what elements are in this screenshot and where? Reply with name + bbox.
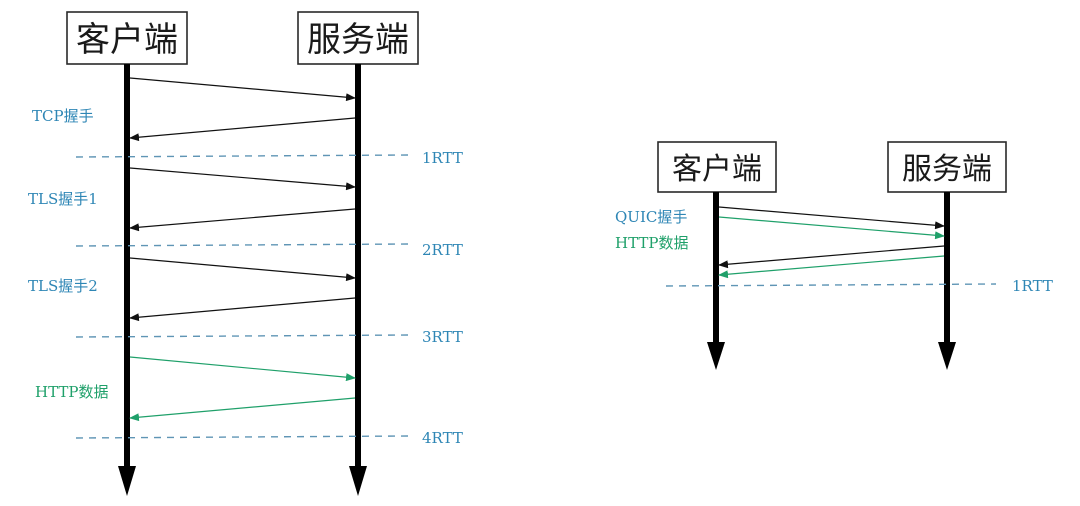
right-quic-diagram: 客户端 服务端 1RTT QUIC握手 HTTP数据 xyxy=(615,141,1053,370)
left-rtt-divider-4 xyxy=(75,435,409,439)
left-tls1-request-arrow xyxy=(129,167,356,191)
left-client-label: 客户端 xyxy=(76,20,178,60)
right-http-response-arrow xyxy=(718,255,945,279)
right-phase-http-data: HTTP数据 xyxy=(615,234,688,252)
left-http-response-arrow xyxy=(129,397,356,422)
left-server-label: 服务端 xyxy=(307,20,409,60)
right-server-box: 服务端 xyxy=(887,141,1007,193)
left-server-lifeline-arrowhead xyxy=(349,466,367,496)
right-server-lifeline-arrowhead xyxy=(938,342,956,370)
left-phase-http-data: HTTP数据 xyxy=(35,383,108,401)
left-rtt-label-4: 4RTT xyxy=(422,429,463,447)
left-phase-tcp-handshake: TCP握手 xyxy=(32,107,94,125)
left-tcp-syn-arrow xyxy=(129,77,356,102)
left-rtt-divider-3 xyxy=(75,334,409,338)
left-rtt-divider-2 xyxy=(75,243,409,247)
left-client-lifeline-arrowhead xyxy=(118,466,136,496)
right-http-request-arrow xyxy=(718,216,945,240)
left-tcp-tls-diagram: 客户端 服务端 1RTT 2RTT 3RTT 4RTT TCP握手 TLS握手1… xyxy=(28,11,463,496)
right-phase-quic-handshake: QUIC握手 xyxy=(615,208,687,226)
right-rtt-divider-1 xyxy=(665,283,997,287)
right-quic-response-arrow xyxy=(718,245,945,269)
right-client-lifeline-arrowhead xyxy=(707,342,725,370)
left-phase-tls-handshake-2: TLS握手2 xyxy=(28,277,98,295)
right-quic-request-arrow xyxy=(718,206,945,230)
left-rtt-divider-1 xyxy=(75,154,409,158)
right-client-box: 客户端 xyxy=(657,141,777,193)
right-client-label: 客户端 xyxy=(672,152,762,187)
left-tls1-response-arrow xyxy=(129,208,356,232)
left-tcp-syn-ack-arrow xyxy=(129,117,356,142)
left-tls2-response-arrow xyxy=(129,297,356,322)
left-server-box: 服务端 xyxy=(297,11,419,65)
left-client-box: 客户端 xyxy=(66,11,188,65)
right-rtt-label-1: 1RTT xyxy=(1012,277,1053,295)
left-tls2-request-arrow xyxy=(129,257,356,282)
left-rtt-label-3: 3RTT xyxy=(422,328,463,346)
left-http-request-arrow xyxy=(129,356,356,382)
right-server-label: 服务端 xyxy=(902,152,992,187)
left-phase-tls-handshake-1: TLS握手1 xyxy=(28,190,98,208)
left-rtt-label-1: 1RTT xyxy=(422,149,463,167)
left-rtt-label-2: 2RTT xyxy=(422,241,463,259)
